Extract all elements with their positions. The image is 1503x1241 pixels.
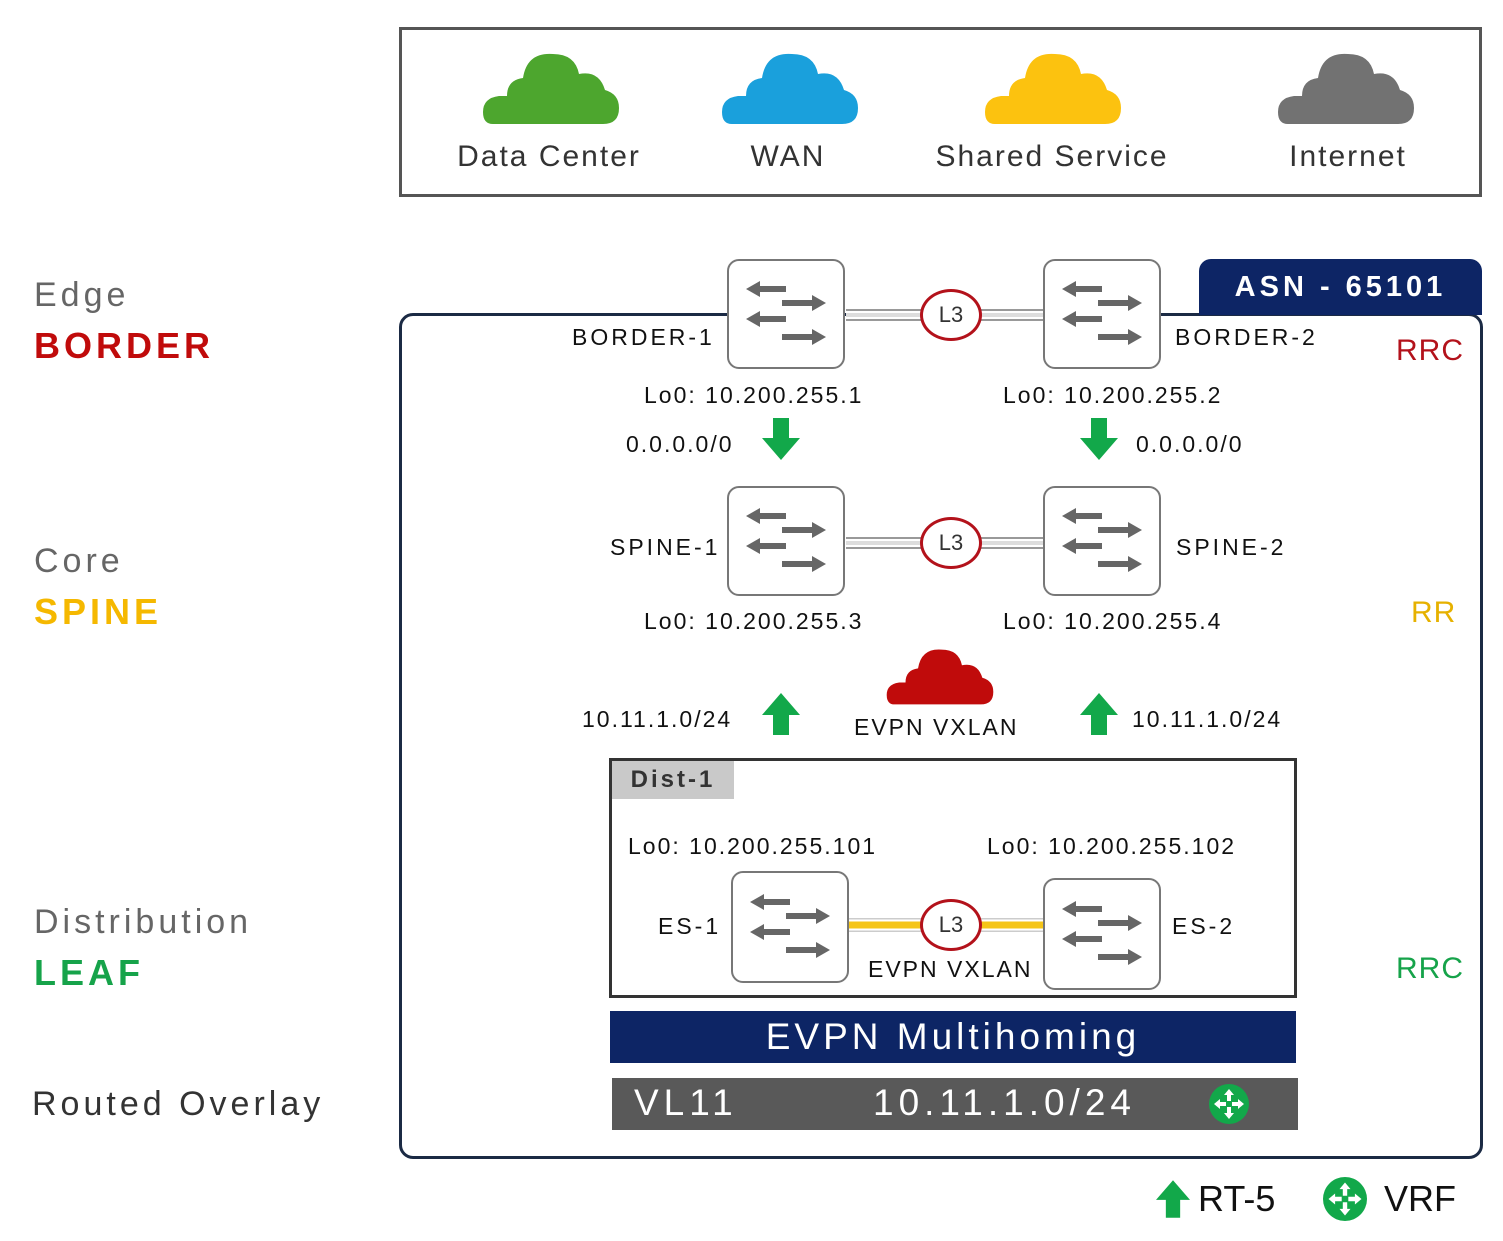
border-1-loopback: Lo0: 10.200.255.1 <box>644 382 864 408</box>
rt5-route-right: 10.11.1.0/24 <box>1132 706 1283 732</box>
border-1-label: BORDER-1 <box>572 324 715 350</box>
border-1-switch <box>727 259 845 369</box>
default-route-right: 0.0.0.0/0 <box>1136 431 1244 457</box>
es-1-loopback: Lo0: 10.200.255.101 <box>628 833 878 859</box>
vrf-legend-label: VRF <box>1384 1178 1456 1219</box>
cloud-legend-box <box>399 27 1482 197</box>
vlan-name: VL11 <box>634 1082 738 1123</box>
tier-name-border: BORDER <box>34 325 215 366</box>
l3-badge-leaf: L3 <box>920 899 982 951</box>
overlay-cloud-label: EVPN VXLAN <box>854 714 1019 740</box>
tier-name-leaf: LEAF <box>34 952 144 993</box>
role-label-leaf: RRC <box>1396 952 1464 985</box>
cloud-label-data-center: Data Center <box>457 140 641 173</box>
down-arrow-icon <box>1080 418 1118 460</box>
vlan-subnet: 10.11.1.0/24 <box>873 1082 1136 1123</box>
up-arrow-icon <box>762 693 800 735</box>
dist-1-tab: Dist-1 <box>612 761 734 799</box>
up-arrow-icon <box>1080 693 1118 735</box>
vlan-bar: VL11 10.11.1.0/24 <box>612 1078 1298 1130</box>
border-2-label: BORDER-2 <box>1175 324 1318 350</box>
border-2-switch <box>1043 259 1161 369</box>
role-label-border: RRC <box>1396 334 1464 367</box>
switch-icon <box>746 508 826 572</box>
tier-title-distribution: Distribution <box>34 903 253 941</box>
spine-2-switch <box>1043 486 1161 596</box>
rt5-legend-arrow-icon <box>1156 1180 1190 1218</box>
spine-1-label: SPINE-1 <box>610 534 721 560</box>
cloud-label-shared-service: Shared Service <box>935 140 1169 173</box>
tier-title-edge: Edge <box>34 276 130 314</box>
switch-icon <box>1062 508 1142 572</box>
es-1-label: ES-1 <box>658 913 722 939</box>
vrf-legend-icon <box>1323 1177 1367 1221</box>
yellow-cloud-icon <box>985 53 1121 124</box>
es-1-switch <box>731 871 849 983</box>
gray-cloud-icon <box>1278 53 1414 124</box>
rt5-route-left: 10.11.1.0/24 <box>582 706 733 732</box>
green-cloud-icon <box>483 53 619 124</box>
spine-1-loopback: Lo0: 10.200.255.3 <box>644 608 864 634</box>
switch-icon <box>1062 281 1142 345</box>
es-2-label: ES-2 <box>1172 913 1236 939</box>
spine-2-loopback: Lo0: 10.200.255.4 <box>1003 608 1223 634</box>
blue-cloud-icon <box>722 53 858 124</box>
dist-1-box <box>609 758 1297 998</box>
tier-title-routed-overlay: Routed Overlay <box>32 1085 325 1123</box>
evpn-multihoming-bar: EVPN Multihoming <box>610 1011 1296 1063</box>
default-route-left: 0.0.0.0/0 <box>626 431 734 457</box>
l3-badge-spine: L3 <box>920 517 982 569</box>
es-2-switch <box>1043 878 1161 990</box>
l3-badge-border: L3 <box>920 289 982 341</box>
role-label-spine: RR <box>1411 596 1457 629</box>
tier-title-core: Core <box>34 542 124 580</box>
rt5-legend-label: RT-5 <box>1198 1178 1276 1219</box>
switch-icon <box>746 281 826 345</box>
cloud-label-wan: WAN <box>750 140 826 173</box>
switch-icon <box>1062 901 1142 965</box>
leaf-evpn-vxlan-label: EVPN VXLAN <box>868 956 1033 982</box>
tier-name-spine: SPINE <box>34 591 163 632</box>
spine-2-label: SPINE-2 <box>1176 534 1287 560</box>
switch-icon <box>750 894 830 958</box>
cloud-label-internet: Internet <box>1289 140 1407 173</box>
border-2-loopback: Lo0: 10.200.255.2 <box>1003 382 1223 408</box>
red-cloud-icon <box>886 649 994 705</box>
down-arrow-icon <box>762 418 800 460</box>
spine-1-switch <box>727 486 845 596</box>
vrf-icon <box>1209 1084 1249 1124</box>
asn-tab: ASN - 65101 <box>1199 259 1482 315</box>
es-2-loopback: Lo0: 10.200.255.102 <box>987 833 1237 859</box>
